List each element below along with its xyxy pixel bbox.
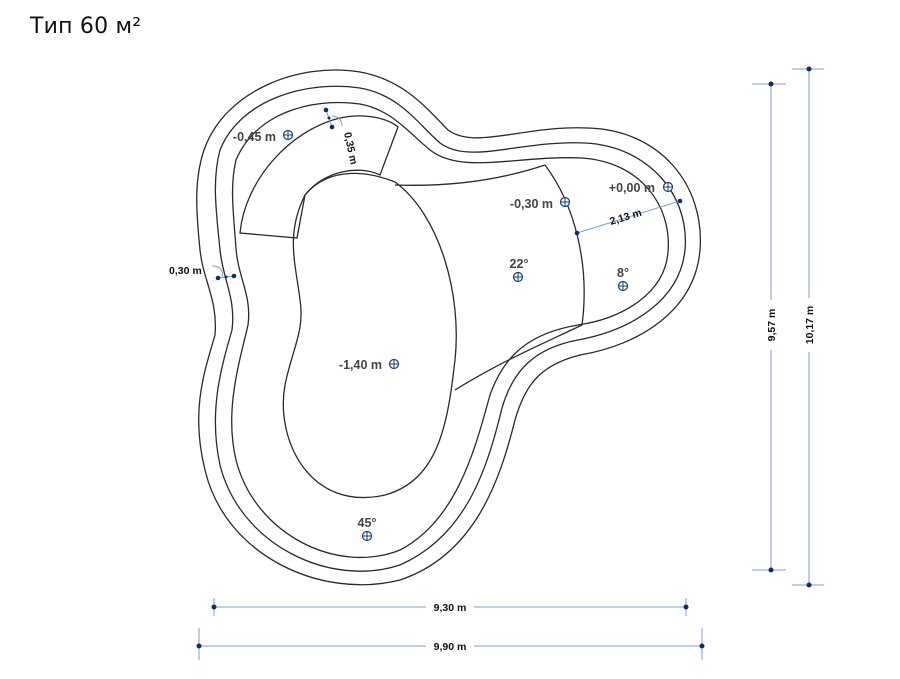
step-width-label: 0,35 m: [341, 131, 360, 165]
ramp-outline: [394, 164, 546, 186]
shelf-width-label: 2,13 m: [608, 207, 643, 228]
shelf-width-dimension-line: [576, 200, 681, 234]
slope-marker-ramp: 22°: [510, 257, 529, 283]
entry-level-label: +0,00 m: [609, 181, 655, 195]
height-inner-label: 9,57 m: [766, 309, 778, 342]
width-inner-label: 9,30 m: [434, 602, 467, 614]
slope-marker-shelf: 8°: [617, 266, 629, 292]
level-marker-entry: +0,00 m: [609, 181, 674, 195]
ramp-bottom-outline: [454, 324, 583, 391]
rim-width-label: 0,30 m: [169, 265, 202, 277]
pool-inner-wall-outline: [214, 85, 687, 572]
dimension-lines: 9,30 m 9,90 m 9,57 m 10,17 m 0,30 m: [169, 66, 824, 660]
deep-level-label: -1,40 m: [339, 358, 382, 372]
level-markers: -0,45 m +0,00 m -0,30 m -1,40 m 22°: [233, 129, 674, 542]
pool-step-band-outline: [231, 101, 669, 559]
step-seat-outline: [239, 115, 399, 239]
pool-outlines: [196, 69, 701, 586]
level-marker-deep: -1,40 m: [339, 358, 400, 372]
slope-marker-wall: 45°: [358, 516, 377, 542]
level-marker-step: -0,45 m: [233, 129, 294, 144]
level-marker-shelf: -0,30 m: [510, 196, 571, 211]
height-outer-label: 10,17 m: [804, 306, 816, 345]
step-level-label: -0,45 m: [233, 130, 276, 144]
pool-outer-rim-outline: [196, 69, 701, 586]
shelf-slope-label: 8°: [617, 266, 629, 280]
wall-slope-label: 45°: [358, 516, 377, 530]
width-outer-label: 9,90 m: [434, 641, 467, 653]
page-title: Тип 60 м²: [30, 14, 142, 39]
ramp-slope-label: 22°: [510, 257, 529, 271]
shelf-level-label: -0,30 m: [510, 197, 553, 211]
deep-zone-outline: [282, 172, 457, 498]
shelf-divider-outline: [544, 164, 585, 326]
